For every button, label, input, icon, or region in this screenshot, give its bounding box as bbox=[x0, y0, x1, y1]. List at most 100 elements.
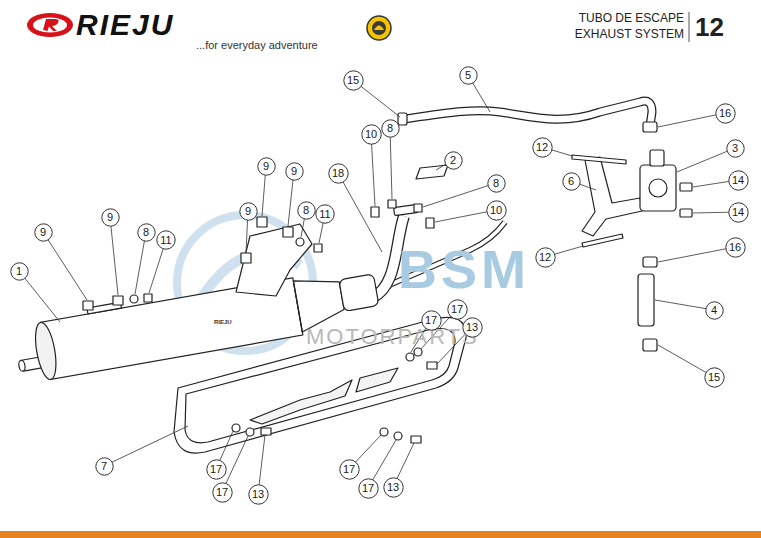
callout-circle: 2 bbox=[444, 151, 463, 170]
callout-number: 2 bbox=[450, 155, 456, 166]
callout-number: 17 bbox=[343, 464, 355, 475]
callout-number: 10 bbox=[365, 129, 377, 140]
brand-logo bbox=[27, 13, 73, 37]
washer bbox=[380, 428, 388, 436]
callout-number: 9 bbox=[291, 166, 297, 177]
callout-number: 9 bbox=[263, 161, 269, 172]
callout-number: 17 bbox=[425, 315, 437, 326]
callout-circle: 17 bbox=[339, 459, 360, 480]
screw bbox=[411, 436, 421, 443]
emblem bbox=[367, 16, 391, 40]
callout-number: 8 bbox=[143, 227, 149, 238]
callout-number: 3 bbox=[732, 143, 738, 154]
muffler-brand: RIEJU bbox=[214, 319, 232, 325]
screw bbox=[680, 183, 692, 191]
brand-wordmark: RIEJU bbox=[76, 10, 174, 40]
callout-number: 4 bbox=[711, 305, 717, 316]
callout-number: 5 bbox=[465, 70, 471, 81]
callout-circle: 16 bbox=[725, 237, 746, 258]
washer bbox=[406, 353, 414, 361]
callout-circle: 17 bbox=[447, 299, 468, 320]
callout-circle: 8 bbox=[297, 201, 316, 220]
clip bbox=[241, 253, 251, 263]
callout-circle: 9 bbox=[101, 208, 120, 227]
callout-circle: 9 bbox=[239, 202, 258, 221]
callout-number: 9 bbox=[40, 227, 46, 238]
callout-number: 16 bbox=[729, 242, 741, 253]
callout-number: 11 bbox=[319, 209, 330, 220]
bolt bbox=[572, 155, 626, 164]
callout-number: 9 bbox=[245, 206, 251, 217]
nut bbox=[144, 294, 152, 302]
callout-number: 7 bbox=[101, 461, 107, 472]
cap bbox=[398, 113, 407, 125]
callout-number: 17 bbox=[362, 483, 374, 494]
callout-circle: 11 bbox=[315, 204, 335, 224]
section-title: EXHAUST SYSTEM bbox=[575, 28, 684, 40]
tube bbox=[638, 274, 654, 326]
leader-lines bbox=[19, 75, 738, 494]
callout-number: 13 bbox=[387, 482, 399, 493]
callout-number: 17 bbox=[451, 304, 463, 315]
brand-slogan: ...for everyday adventure bbox=[196, 40, 318, 51]
nut bbox=[414, 204, 422, 212]
screw bbox=[261, 428, 271, 435]
callout-circle: 9 bbox=[285, 162, 304, 181]
nut bbox=[314, 244, 322, 252]
callout-circle: 15 bbox=[343, 70, 364, 91]
callout-number: 14 bbox=[732, 175, 744, 186]
washer bbox=[130, 295, 138, 303]
hanger-bracket bbox=[236, 224, 312, 296]
callout-circle: 17 bbox=[421, 310, 442, 331]
watermark: MOTORPARTS bbox=[306, 326, 479, 348]
callout-circle: 8 bbox=[487, 174, 506, 193]
callout-circle: 11 bbox=[156, 230, 176, 250]
page-number: 12 bbox=[695, 14, 724, 40]
clip bbox=[257, 217, 267, 227]
clip bbox=[643, 257, 657, 267]
cap bbox=[643, 339, 657, 351]
callout-circle: 14 bbox=[728, 202, 749, 223]
washer bbox=[394, 432, 402, 440]
section-title: TUBO DE ESCAPE bbox=[579, 12, 684, 24]
callout-circle: 3 bbox=[726, 139, 745, 158]
callout-circle: 13 bbox=[462, 317, 483, 338]
callout-number: 18 bbox=[332, 168, 344, 179]
washer bbox=[246, 428, 254, 436]
callout-number: 13 bbox=[252, 489, 264, 500]
callout-circle: 8 bbox=[137, 223, 156, 242]
nut bbox=[388, 200, 396, 208]
clip bbox=[283, 227, 293, 237]
callout-circle: 6 bbox=[562, 172, 581, 191]
callout-circle: 4 bbox=[705, 301, 724, 320]
callout-number: 12 bbox=[539, 252, 551, 263]
callout-number: 15 bbox=[347, 75, 359, 86]
callout-number: 10 bbox=[490, 205, 502, 216]
stud bbox=[371, 207, 379, 217]
washer bbox=[414, 348, 422, 356]
header-divider bbox=[689, 12, 690, 42]
footer-bar bbox=[0, 531, 761, 538]
callout-circle: 10 bbox=[361, 124, 382, 145]
callout-circle: 1 bbox=[10, 262, 29, 281]
callout-number: 8 bbox=[493, 178, 499, 189]
callout-circle: 8 bbox=[381, 119, 400, 138]
callout-circle: 7 bbox=[95, 457, 114, 476]
hose bbox=[404, 101, 652, 126]
washer bbox=[296, 238, 304, 246]
callout-circle: 12 bbox=[532, 137, 553, 158]
callout-circle: 10 bbox=[486, 200, 507, 221]
callout-number: 14 bbox=[732, 207, 744, 218]
callout-number: 12 bbox=[536, 142, 548, 153]
callout-number: 17 bbox=[216, 487, 228, 498]
clip bbox=[83, 301, 93, 310]
callout-number: 17 bbox=[210, 464, 222, 475]
bracket bbox=[582, 157, 642, 236]
callout-circle: 14 bbox=[728, 170, 749, 191]
callout-circle: 15 bbox=[704, 367, 725, 388]
stud bbox=[426, 218, 434, 228]
washer bbox=[232, 424, 240, 432]
callout-number: 8 bbox=[303, 205, 309, 216]
callout-number: 8 bbox=[387, 123, 393, 134]
